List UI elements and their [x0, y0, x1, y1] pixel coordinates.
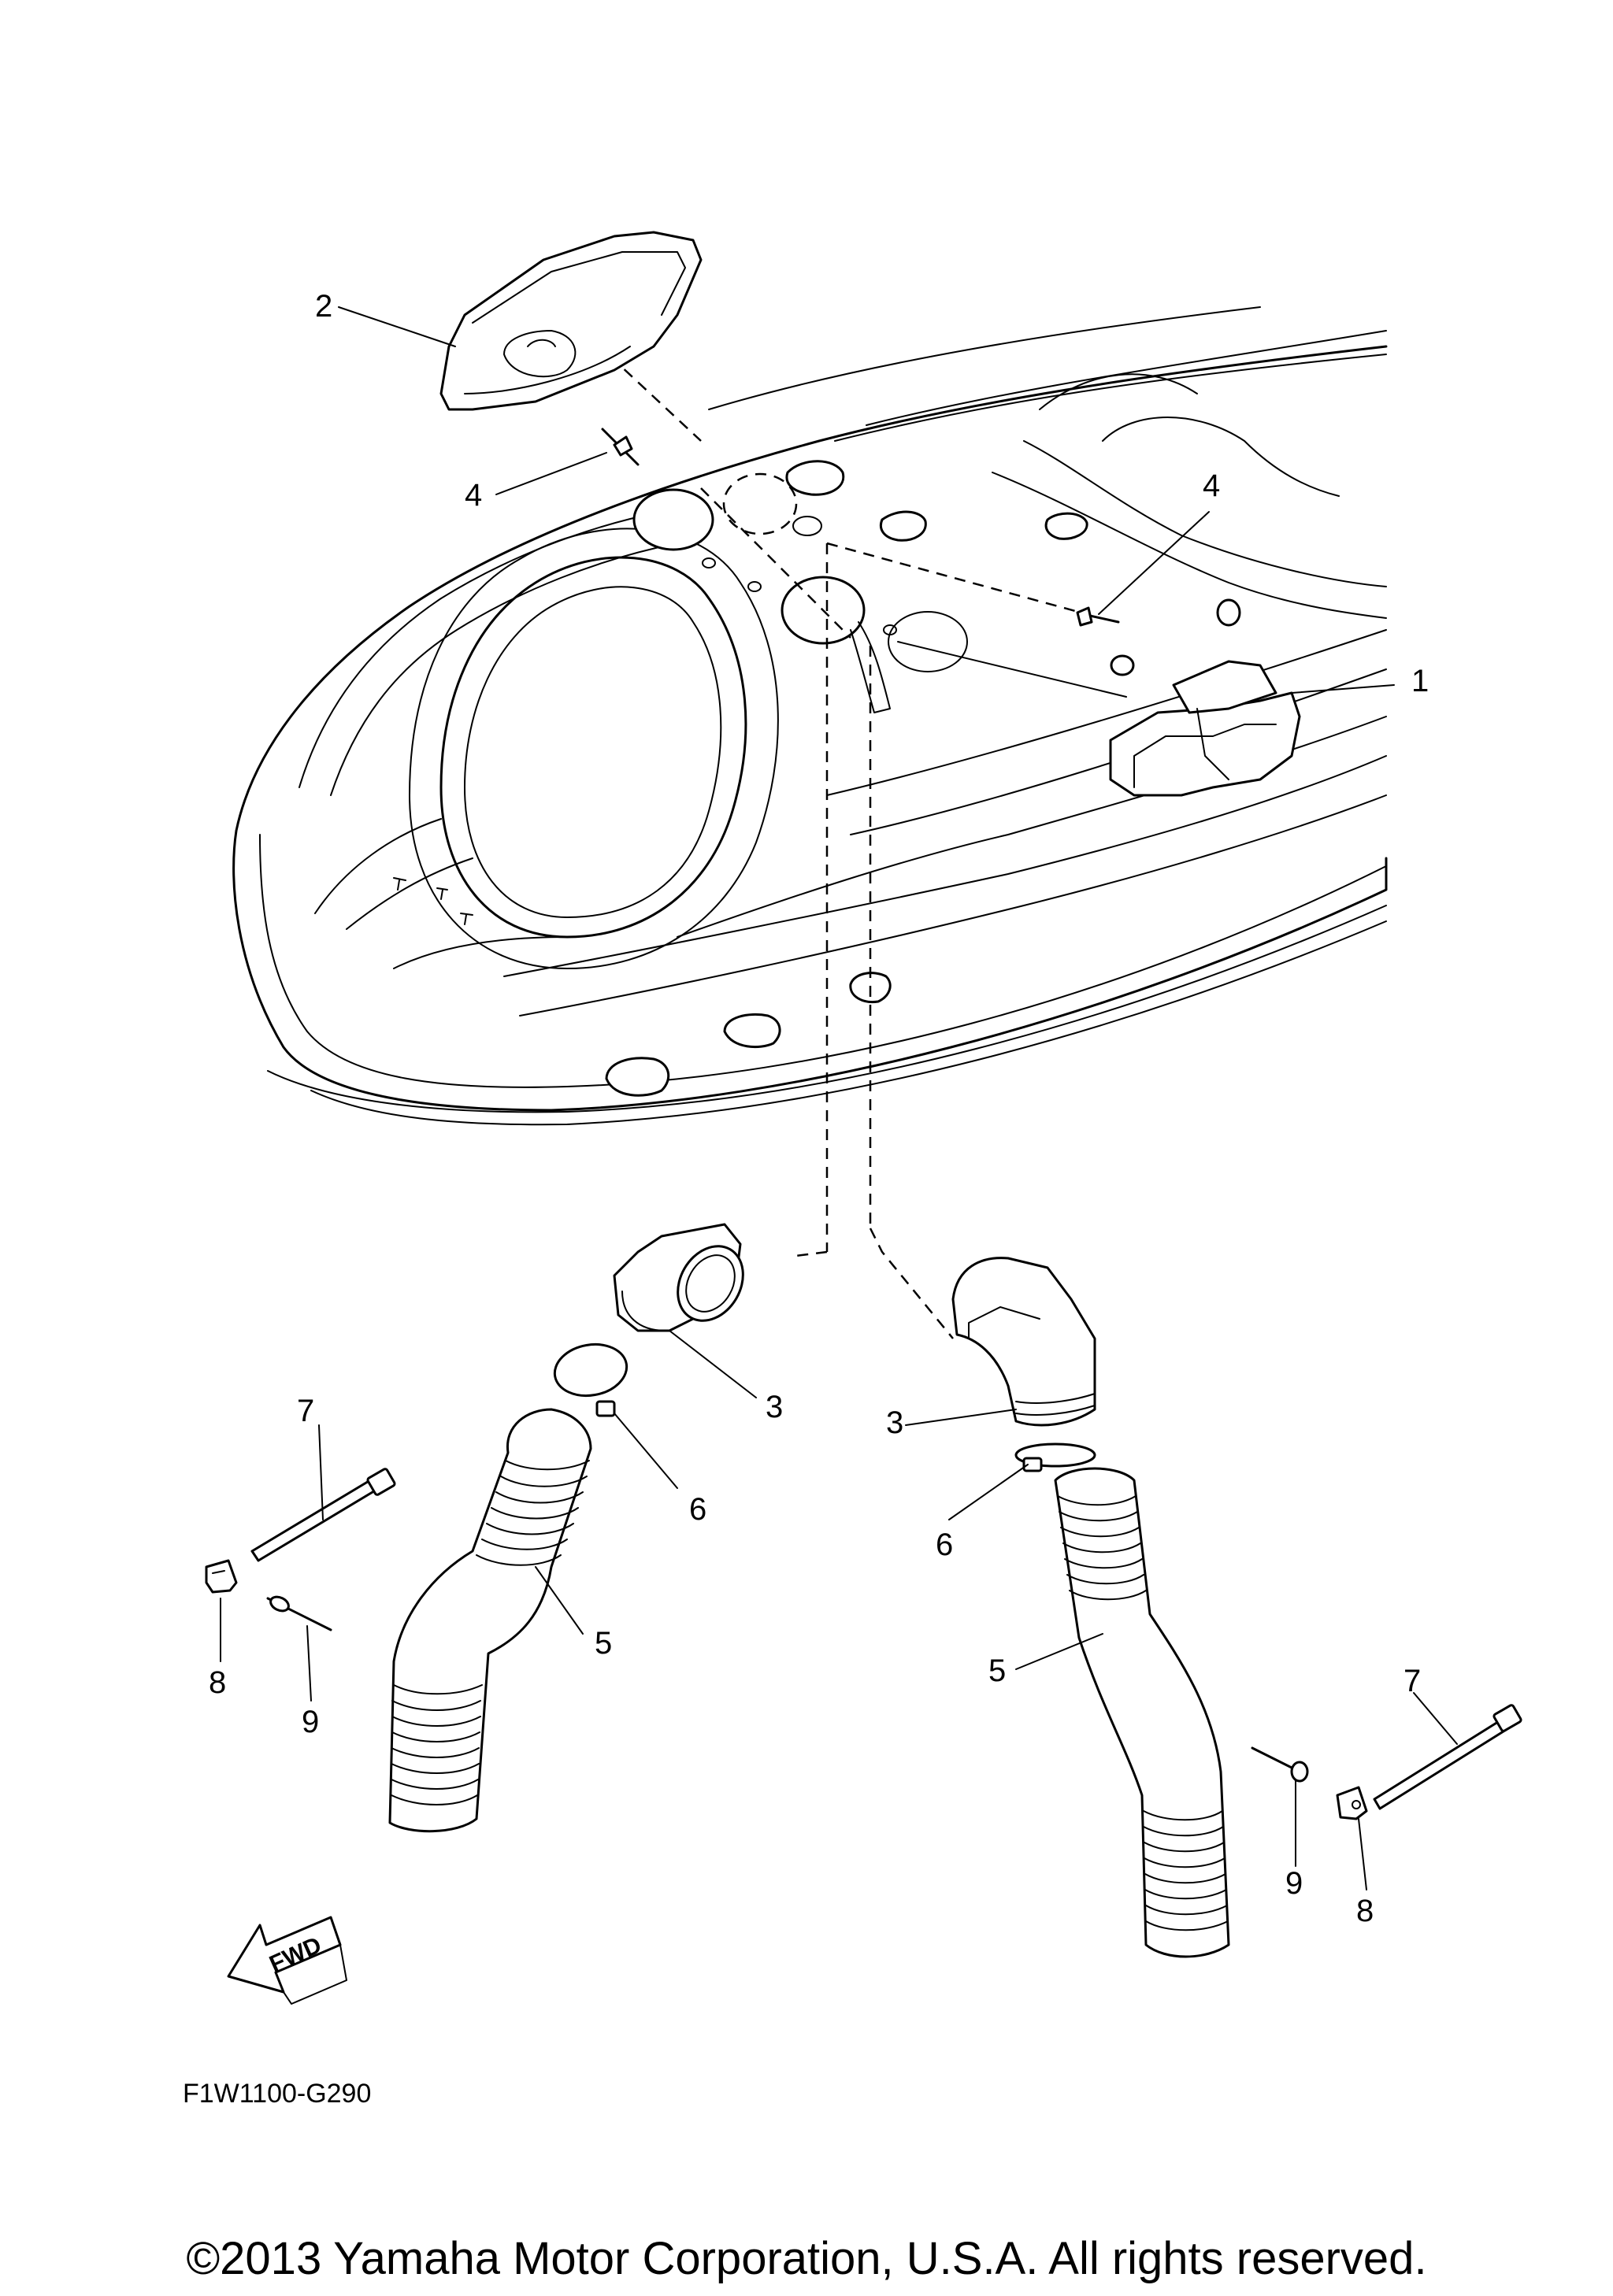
- copyright-notice: ©2013 Yamaha Motor Corporation, U.S.A. A…: [186, 2233, 1426, 2284]
- callout-8-left: 8: [209, 1665, 226, 1700]
- part-2-cover: [439, 231, 703, 411]
- callout-3-left: 3: [766, 1390, 783, 1424]
- part-8-holder-right: [1336, 1786, 1368, 1820]
- part-5-hose-left: [388, 1408, 592, 1833]
- part-3-elbow-left: [613, 1223, 744, 1332]
- callout-2: 2: [315, 289, 332, 324]
- leader-lines: [220, 306, 1458, 1890]
- diagram-code: F1W1100-G290: [183, 2079, 371, 2109]
- callout-4-right: 4: [1203, 468, 1220, 503]
- part-7-tie-left: [250, 1468, 396, 1562]
- hull-deck: [232, 306, 1388, 1126]
- assembly-lines: [582, 330, 1127, 1339]
- callout-4-left: 4: [465, 478, 482, 513]
- part-9-rivet-right: [1251, 1746, 1309, 1783]
- part-7-tie-right: [1373, 1704, 1522, 1810]
- callout-8-right: 8: [1356, 1894, 1374, 1928]
- callout-7-left: 7: [297, 1394, 314, 1428]
- callout-9-right: 9: [1285, 1866, 1303, 1901]
- callout-7-right: 7: [1403, 1664, 1421, 1698]
- callouts: 1 2 3 3 4 4 5 5 6 6 7 7 8 8 9 9: [209, 289, 1429, 1928]
- part-1-bracket: [1109, 660, 1301, 797]
- callout-6-right: 6: [936, 1528, 953, 1562]
- part-4-screw-right: [1076, 606, 1120, 627]
- part-3-elbow-right: [951, 1257, 1096, 1427]
- callout-5-right: 5: [988, 1653, 1006, 1688]
- part-4-screw-left: [601, 428, 640, 466]
- part-8-holder-left: [205, 1559, 238, 1594]
- part-9-rivet-left: [266, 1595, 332, 1631]
- callout-6-left: 6: [689, 1492, 706, 1527]
- part-6-clamp-right: [1014, 1442, 1096, 1472]
- part-6-clamp-left: [553, 1342, 629, 1417]
- forward-arrow-icon: FWD: [227, 1916, 347, 2005]
- callout-1: 1: [1411, 664, 1429, 698]
- callout-9-left: 9: [302, 1705, 319, 1739]
- part-5-hose-right: [1054, 1467, 1230, 1958]
- callout-5-left: 5: [595, 1626, 612, 1661]
- callout-3-right: 3: [886, 1405, 903, 1440]
